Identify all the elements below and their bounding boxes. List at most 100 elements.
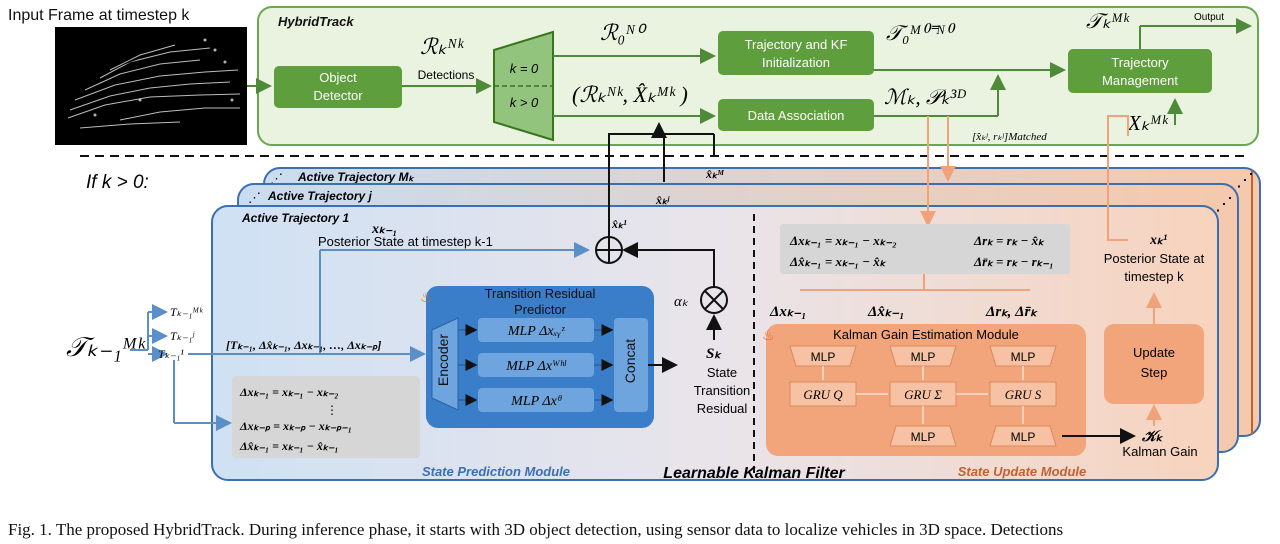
prediction-equations-box xyxy=(232,376,420,458)
kgem-input1: Δxₖ₋₁ xyxy=(769,304,806,320)
gru-s-label: GRU S xyxy=(1005,387,1042,402)
upd-eq-d: Δr̄ₖ = rₖ − rₖ₋₁ xyxy=(973,254,1054,269)
mlp-top2-label: MLP xyxy=(911,350,936,364)
kk-symbol: 𝒦ₖ xyxy=(1141,429,1164,445)
xm-hat-symbol: x̂ₖᴹ xyxy=(705,167,725,181)
mlp-bot1-block xyxy=(889,425,957,447)
posterior-prev-symbol: xₖ₋₁ xyxy=(371,222,397,237)
update-step-line1: Update xyxy=(1133,345,1175,360)
gru-q-label: GRU Q xyxy=(803,387,843,402)
mlp-top3-label: MLP xyxy=(1011,350,1036,364)
mlp-whl-box xyxy=(478,353,594,377)
x1-symbol: xₖ¹ xyxy=(1149,233,1167,248)
k-switch xyxy=(493,30,554,142)
encoder-label: Encoder xyxy=(435,334,451,386)
kk-label: Kalman Gain xyxy=(1122,444,1197,459)
update-step-box xyxy=(1104,324,1204,404)
mlp-top1-label: MLP xyxy=(811,350,836,364)
mlp-top3-block xyxy=(989,345,1057,367)
xk-symbol: Xₖᴹᵏ xyxy=(1127,111,1169,135)
gru-sigma-label: GRU Σ xyxy=(904,387,942,402)
fire-icon-predictor: ♨ xyxy=(420,289,433,305)
upd-eq-b: Δx̂ₖ₋₁ = xₖ₋₁ − x̂ₖ xyxy=(789,254,887,269)
update-step-line2: Step xyxy=(1141,365,1168,380)
mlp-xyz-box xyxy=(478,318,594,342)
t0-symbol: 𝒯₀ᴹ⁰⁼ᴺ⁰ xyxy=(886,21,956,45)
update-posterior-line2: timestep k xyxy=(1124,269,1184,284)
gru-sigma-block xyxy=(889,381,957,407)
pred-eq2: Δxₖ₋ₚ = xₖ₋ₚ − xₖ₋ₚ₋₁ xyxy=(239,419,352,433)
x1-hat-symbol: x̂ₖ¹ xyxy=(611,217,627,231)
gru-s-block xyxy=(989,381,1057,407)
prediction-module-label: State Prediction Module xyxy=(422,464,570,479)
pred-eq-dots: ⋮ xyxy=(326,403,338,417)
kgem-title: Kalman Gain Estimation Module xyxy=(833,327,1019,342)
output-label: Output xyxy=(1194,12,1224,23)
kgem-input2: Δx̂ₖ₋₁ xyxy=(867,304,904,320)
encoder-block xyxy=(431,317,459,411)
detections-label: Detections xyxy=(418,68,475,82)
object-detector-label-line1: Object xyxy=(319,70,357,85)
switch-top-label: k = 0 xyxy=(510,61,539,76)
mlp-xyz-label: MLP Δxₓᵧᶻ xyxy=(507,324,566,339)
switch-bottom-label: k > 0 xyxy=(510,95,539,110)
predictor-title-line1: Transition Residual xyxy=(485,286,596,301)
hybridtrack-title: HybridTrack xyxy=(278,14,354,29)
mp-symbol: ℳₖ, 𝒫ₖ³ᴰ xyxy=(884,85,966,109)
traj-init-box xyxy=(718,31,874,75)
mlp-theta-label: MLP Δxᶿ xyxy=(510,394,562,409)
data-association-box xyxy=(718,99,874,131)
figure-caption: Fig. 1. The proposed HybridTrack. During… xyxy=(8,520,1064,539)
traj-management-box xyxy=(1068,49,1212,93)
input-frame-title: Input Frame at timestep k xyxy=(8,7,190,24)
object-detector-label-line2: Detector xyxy=(313,88,363,103)
t-prev-symbol: 𝒯ₖ₋₁ᴹᵏ xyxy=(66,332,146,362)
upd-eq-c: Δrₖ = rₖ − x̂ₖ xyxy=(973,233,1045,248)
sk-label-line3: Residual xyxy=(697,401,748,416)
traj-init-label-line1: Trajectory and KF xyxy=(745,37,848,52)
layer-active-1-label: Active Trajectory 1 xyxy=(241,211,349,225)
sk-label-line1: State xyxy=(707,365,737,380)
concat-label: Concat xyxy=(622,339,638,383)
predictor-title-line2: Predictor xyxy=(514,302,567,317)
layer-active-j-label: Active Trajectory j xyxy=(267,189,372,203)
traj-init-label-line2: Initialization xyxy=(762,55,830,70)
condition-label: If k > 0: xyxy=(86,172,149,193)
layer-dots-m-icon: ⋰ xyxy=(270,171,283,186)
layer-dots-right-icon: ⋰ xyxy=(1215,194,1233,214)
mlp-top1-block xyxy=(789,345,857,367)
mlp-bot2-block xyxy=(989,425,1057,447)
upd-eq-a: Δxₖ₋₁ = xₖ₋₁ − xₖ₋₂ xyxy=(789,233,897,248)
concat-box xyxy=(614,318,648,412)
lkf-label: Learnable Kalman Filter xyxy=(663,465,845,482)
gru-q-block xyxy=(789,381,857,407)
layer-dots-right2-icon: ⋰ xyxy=(1236,170,1254,190)
tk-symbol: 𝒯ₖᴹᵏ xyxy=(1086,9,1130,33)
posterior-prev-label: Posterior State at timestep k-1 xyxy=(318,234,493,249)
update-equations-box xyxy=(780,224,1070,274)
sequence-symbol: [Tₖ₋₁, Δx̂ₖ₋₁, Δxₖ₋₁, …, Δxₖ₋ₚ] xyxy=(226,338,381,352)
pred-eq1: Δxₖ₋₁ = xₖ₋₁ − xₖ₋₂ xyxy=(239,385,339,399)
input-tj-symbol: Tₖ₋₁ʲ xyxy=(170,329,195,343)
detections-symbol: ℛₖᴺᵏ xyxy=(420,34,464,59)
matched-symbol: [x̂ₖʲ, rₖʲ]Matched xyxy=(972,131,1047,143)
xj-hat-symbol: x̂ₖʲ xyxy=(655,193,670,207)
mlp-bot1-label: MLP xyxy=(911,430,936,444)
layer-dots-j-icon: ⋰ xyxy=(248,190,261,205)
mlp-whl-label: MLP Δxᵂʰˡ xyxy=(505,359,567,374)
alpha-symbol: αₖ xyxy=(674,294,689,310)
kgem-input3: Δrₖ, Δr̄ₖ xyxy=(985,304,1038,320)
object-detector-box xyxy=(274,66,402,108)
update-posterior-line1: Posterior State at xyxy=(1104,251,1205,266)
sk-symbol: Sₖ xyxy=(706,346,722,362)
fire-icon-kgem: ♨ xyxy=(762,327,775,343)
mlp-bot2-label: MLP xyxy=(1011,430,1036,444)
input-tm-symbol: Tₖ₋₁ᴹᵏ xyxy=(170,305,203,319)
pred-eq3: Δx̂ₖ₋₁ = xₖ₋₁ − x̂ₖ₋₁ xyxy=(239,439,339,453)
input-t1-symbol: Tₖ₋₁¹ xyxy=(158,347,184,361)
traj-management-line2: Management xyxy=(1102,73,1178,88)
input-frame-image xyxy=(55,27,247,145)
layer-active-m-label: Active Trajectory Mₖ xyxy=(297,170,415,184)
mlp-top2-block xyxy=(889,345,957,367)
